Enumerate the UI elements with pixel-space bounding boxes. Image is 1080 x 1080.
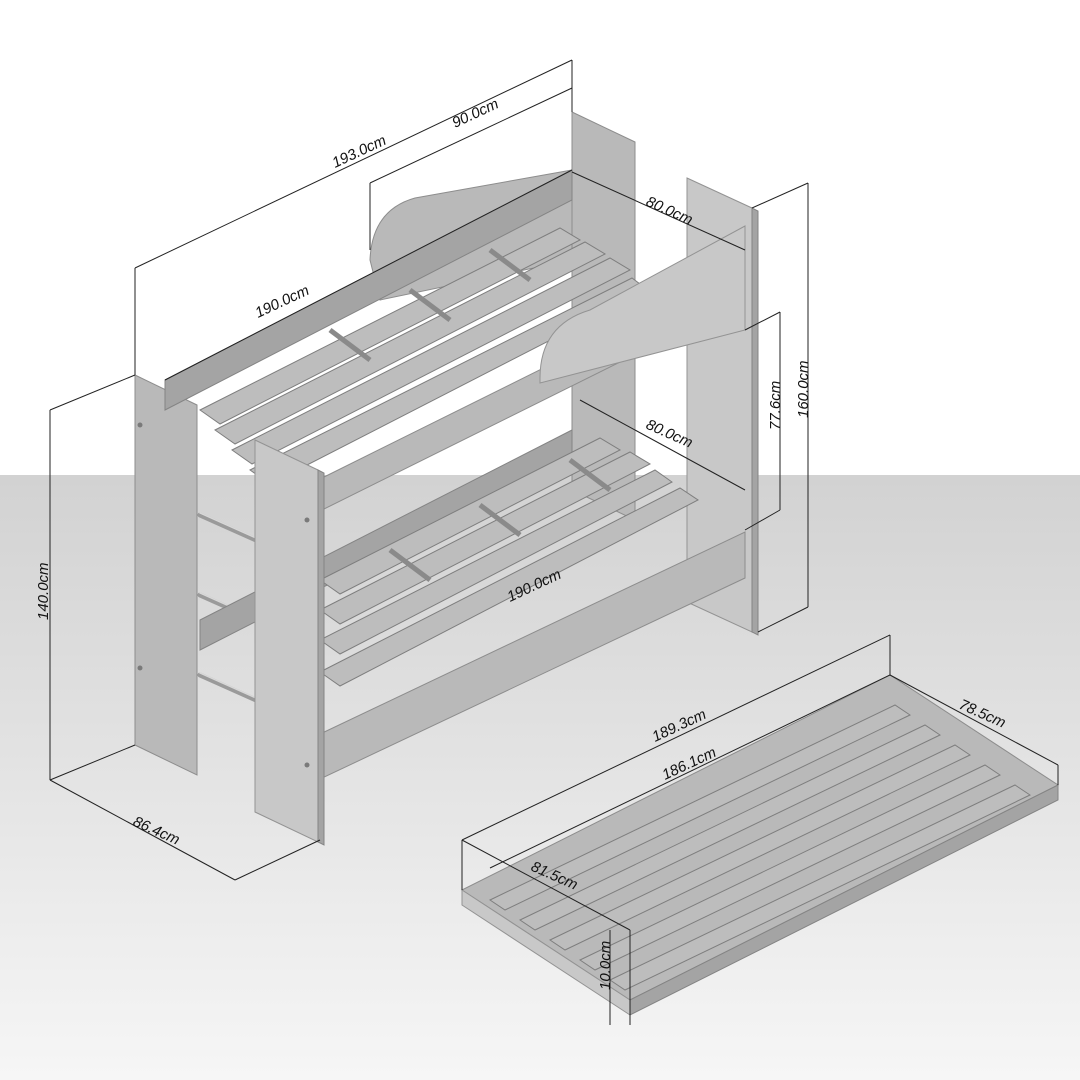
ladder-rung (197, 672, 259, 703)
upper-slat (231, 257, 632, 465)
upper-slats (199, 227, 649, 485)
dim-line-upper-width (571, 171, 746, 251)
upper-batten (408, 288, 452, 322)
upper-slat (199, 227, 582, 425)
dim-line-upper-mattress-length (164, 169, 573, 381)
label-post-height: 140.0cm (35, 562, 52, 620)
ladder-rung-highlight (199, 672, 257, 699)
upper-batten (488, 248, 532, 282)
dim-line-trundle-outer-width (889, 674, 1059, 766)
trundle-slat (518, 724, 942, 931)
dim-line-overall-depth (49, 779, 236, 881)
lower-slat (319, 451, 652, 625)
ladder-rung (197, 512, 259, 543)
ladder-rung-highlight (199, 512, 257, 539)
bunk-bed (134, 111, 759, 846)
dim-ext (757, 606, 809, 633)
dim-ext (751, 182, 809, 209)
bolt-hole (137, 422, 143, 428)
trundle-slat (488, 704, 912, 911)
label-trundle-height: 10.0cm (597, 941, 614, 990)
front-left-post-edge (317, 469, 325, 846)
dim-ext (744, 311, 781, 331)
dim-ext (234, 839, 321, 881)
dim-line-bed-length-outer (134, 59, 573, 269)
dim-line-trundle-inner-width (461, 839, 631, 931)
front-left-post (254, 439, 319, 843)
bolt-hole (304, 762, 310, 768)
front-right-post-edge (751, 207, 759, 636)
upper-batten (328, 328, 372, 362)
lower-batten (568, 458, 612, 492)
back-left-post (134, 374, 198, 776)
dimension-lines (49, 59, 1059, 1025)
dim-line-trundle-outer-length (461, 634, 891, 841)
dim-ext (49, 374, 136, 411)
bolt-hole (137, 665, 143, 671)
upper-slat (214, 241, 607, 445)
trundle-slat (578, 764, 1002, 971)
trundle-slats (488, 704, 1032, 991)
lower-batten (388, 548, 432, 582)
bolt-hole (304, 517, 310, 523)
trundle-bed (460, 674, 1060, 1016)
dim-line-lower-width (579, 399, 746, 491)
dim-line-trundle-inner-length (489, 674, 891, 869)
label-lower-clearance: 77.6cm (767, 381, 784, 430)
upper-front-guard (539, 225, 746, 384)
lower-slats (319, 437, 699, 687)
lower-batten (478, 503, 522, 537)
trundle-slat (608, 784, 1032, 991)
lower-slat (319, 469, 673, 655)
lower-slat (319, 487, 699, 687)
dim-ext (49, 744, 136, 781)
dim-line-headboard-length (369, 87, 573, 184)
dim-ext (744, 509, 781, 531)
label-overall-height: 160.0cm (795, 360, 812, 418)
trundle-slat (548, 744, 972, 951)
